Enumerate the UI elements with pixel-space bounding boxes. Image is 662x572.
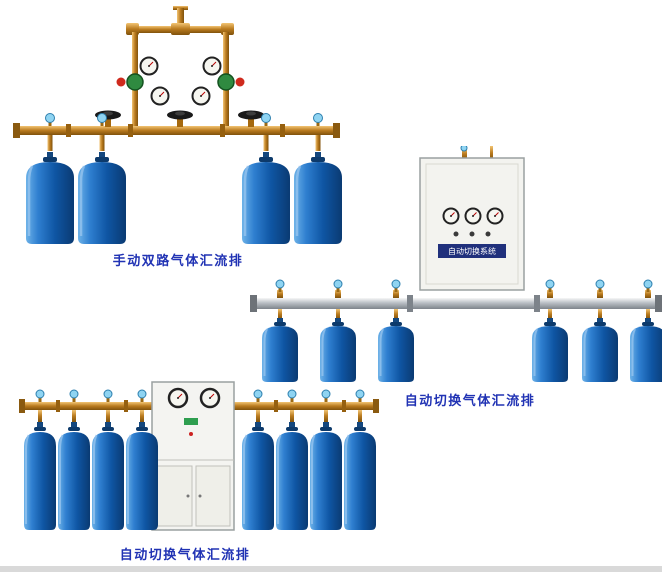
auto-switch-manifold-image [19, 381, 379, 531]
cabinet-top-fittings [460, 146, 493, 160]
manual-dual-manifold-photo [8, 4, 348, 248]
cylinder-stations [261, 279, 662, 383]
auto-switch-cabinet-photo: 自动切换系统 [250, 146, 662, 384]
cylinder-valves [35, 389, 365, 422]
caption-auto-switch-manifold: 自动切换气体汇流排 [119, 547, 251, 562]
auto-switch-manifold-photo [18, 374, 380, 542]
pressure-regulators [116, 56, 245, 106]
control-cabinet: 自动切换系统 [419, 157, 525, 291]
bottom-edge-strip [0, 566, 662, 572]
cabinet-label: 自动切换系统 [448, 246, 496, 256]
caption-auto-switch-cabinet: 自动切换气体汇流排 [404, 393, 536, 408]
caption-manual-dual-manifold: 手动双路气体汇流排 [112, 253, 244, 268]
cylinder-connection-tubes [47, 135, 321, 151]
manual-dual-manifold-image [13, 6, 344, 246]
brass-manifold-pipe [13, 123, 340, 138]
steel-manifold-pipe [250, 295, 662, 312]
auto-switch-cabinet-image: 自动切换系统 [250, 146, 662, 383]
control-cabinet [151, 381, 235, 531]
